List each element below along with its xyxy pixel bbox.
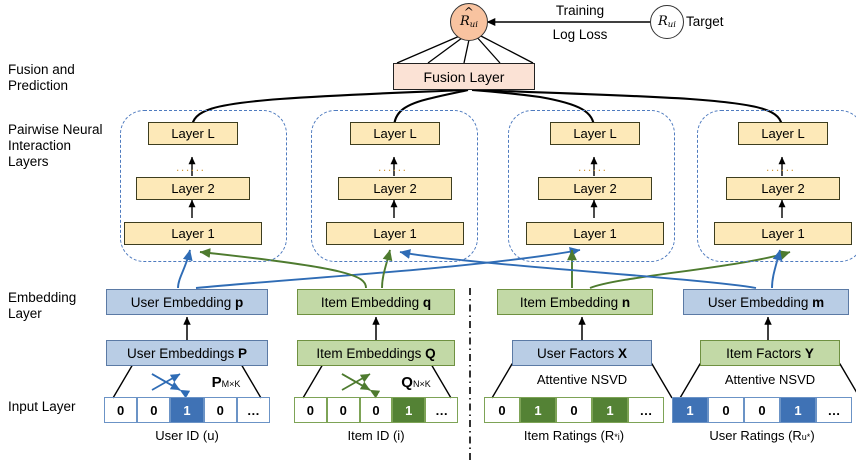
tower3-layer-L: Layer L <box>550 122 640 145</box>
embedding-box-n-label: Item Embedding <box>519 294 619 310</box>
tower1-ellipsis: ...... <box>176 160 206 174</box>
target-node-label: Rui <box>658 14 676 30</box>
embedding-box-p: User Embedding p <box>106 289 268 315</box>
tower3-layer-1: Layer 1 <box>526 222 664 245</box>
trap-label-nsvd-4: Attentive NSVD <box>724 372 816 387</box>
trap-label-nsvd-3: Attentive NSVD <box>536 372 628 387</box>
tower3-layer-2: Layer 2 <box>538 177 652 200</box>
caption-item-ratings-sub: *i <box>614 432 620 442</box>
tower2-layer-2: Layer 2 <box>338 177 452 200</box>
vector-cell: 1 <box>520 397 556 423</box>
caption-item-ratings: Item Ratings (R*i) <box>523 428 625 443</box>
vector-cell: 1 <box>780 397 816 423</box>
tower3-ellipsis: ...... <box>578 160 608 174</box>
embedding-box-m-label: User Embedding <box>707 294 809 310</box>
embedding-box-p-var: p <box>235 294 244 310</box>
vector-cell: … <box>816 397 852 423</box>
input-vector-user-id: 0 0 1 0 … <box>104 397 271 423</box>
vector-cell: 0 <box>359 397 393 423</box>
source-to-embedding-arrows <box>183 316 772 340</box>
vector-cell: … <box>628 397 664 423</box>
prediction-node: Rui <box>450 3 488 41</box>
tower1-layer-1: Layer 1 <box>124 222 262 245</box>
vector-cell: 0 <box>556 397 592 423</box>
row-label-pairwise-layers: Pairwise Neural Interaction Layers <box>8 122 103 169</box>
fusion-layer-box: Fusion Layer <box>393 63 535 90</box>
tower4-ellipsis: ...... <box>766 160 796 174</box>
trap-label-Q-var: Q <box>401 374 413 391</box>
embedding-box-n: Item Embedding n <box>497 289 653 315</box>
vector-cell: 0 <box>203 397 237 423</box>
vector-cell: 0 <box>744 397 780 423</box>
source-box-P-label: User Embeddings <box>126 345 235 361</box>
vector-cell: 0 <box>484 397 520 423</box>
vector-cell: 0 <box>708 397 744 423</box>
tower-group-2 <box>311 110 478 262</box>
caption-user-ratings-sub: u* <box>801 432 811 442</box>
caption-item-ratings-text: Item Ratings (R <box>523 428 615 443</box>
vector-cell: 0 <box>326 397 360 423</box>
vector-cell: 1 <box>392 397 426 423</box>
tower2-layer-1: Layer 1 <box>326 222 464 245</box>
caption-item-id: Item ID (i) <box>347 428 405 443</box>
source-box-user-embeddings: User Embeddings P <box>106 340 268 366</box>
source-box-P-var: P <box>238 345 248 361</box>
vector-cell: 0 <box>137 397 171 423</box>
embedding-box-q: Item Embedding q <box>297 289 455 315</box>
trap-label-P: PM×K <box>186 374 266 391</box>
embedding-box-q-var: q <box>422 294 432 310</box>
caption-user-ratings-text: User Ratings (R <box>709 428 802 443</box>
source-box-X-var: X <box>618 345 628 361</box>
embedding-box-m-var: m <box>812 294 825 310</box>
caption-user-ratings: User Ratings (Ru*) <box>709 428 815 443</box>
input-vector-item-ratings: 0 1 0 1 … <box>484 397 664 423</box>
vector-cell: … <box>236 397 271 423</box>
tower1-layer-2: Layer 2 <box>136 177 250 200</box>
vector-cell: 1 <box>170 397 204 423</box>
source-box-Q-var: Q <box>425 345 436 361</box>
vector-cell: 1 <box>672 397 708 423</box>
vector-cell: 0 <box>294 397 327 423</box>
target-node: Rui <box>650 5 684 39</box>
tower4-layer-1: Layer 1 <box>714 222 852 245</box>
loss-label-line1: Training <box>555 3 605 18</box>
embedding-box-q-label: Item Embedding <box>320 294 420 310</box>
trap-label-Q-sub: N×K <box>412 379 431 389</box>
vector-cell: 0 <box>104 397 138 423</box>
source-box-item-factors: Item Factors Y <box>700 340 840 366</box>
input-vector-user-ratings: 1 0 0 1 … <box>672 397 852 423</box>
tower4-layer-L: Layer L <box>738 122 828 145</box>
embedding-box-n-var: n <box>621 294 631 310</box>
embedding-box-m: User Embedding m <box>683 289 849 315</box>
source-box-Q-label: Item Embeddings <box>316 345 422 361</box>
source-box-user-factors: User Factors X <box>512 340 652 366</box>
target-text: Target <box>686 14 724 29</box>
source-box-Y-label: Item Factors <box>726 345 802 361</box>
loss-label-line2: Log Loss <box>552 27 608 42</box>
row-label-fusion-prediction: Fusion and Prediction <box>8 62 75 93</box>
input-vector-item-id: 0 0 0 1 … <box>294 397 458 423</box>
tower2-layer-L: Layer L <box>350 122 440 145</box>
embedding-box-p-label: User Embedding <box>130 294 232 310</box>
row-label-embedding-layer: Embedding Layer <box>8 290 77 321</box>
vector-cell: 1 <box>592 397 628 423</box>
trap-label-P-var: P <box>211 374 222 391</box>
tower-group-1 <box>120 110 287 262</box>
caption-user-id: User ID (u) <box>155 428 219 443</box>
tower-group-3 <box>508 110 675 262</box>
trap-label-Q: QN×K <box>376 374 456 391</box>
tower2-ellipsis: ...... <box>378 160 408 174</box>
trap-label-P-sub: M×K <box>221 379 241 389</box>
row-label-input-layer: Input Layer <box>8 399 76 414</box>
tower1-layer-L: Layer L <box>148 122 238 145</box>
prediction-node-label: Rui <box>460 14 478 30</box>
vector-cell: … <box>425 397 458 423</box>
tower4-layer-2: Layer 2 <box>726 177 840 200</box>
source-box-Y-var: Y <box>804 345 814 361</box>
source-box-item-embeddings: Item Embeddings Q <box>297 340 455 366</box>
tower-group-4 <box>697 110 856 262</box>
source-box-X-label: User Factors <box>536 345 615 361</box>
